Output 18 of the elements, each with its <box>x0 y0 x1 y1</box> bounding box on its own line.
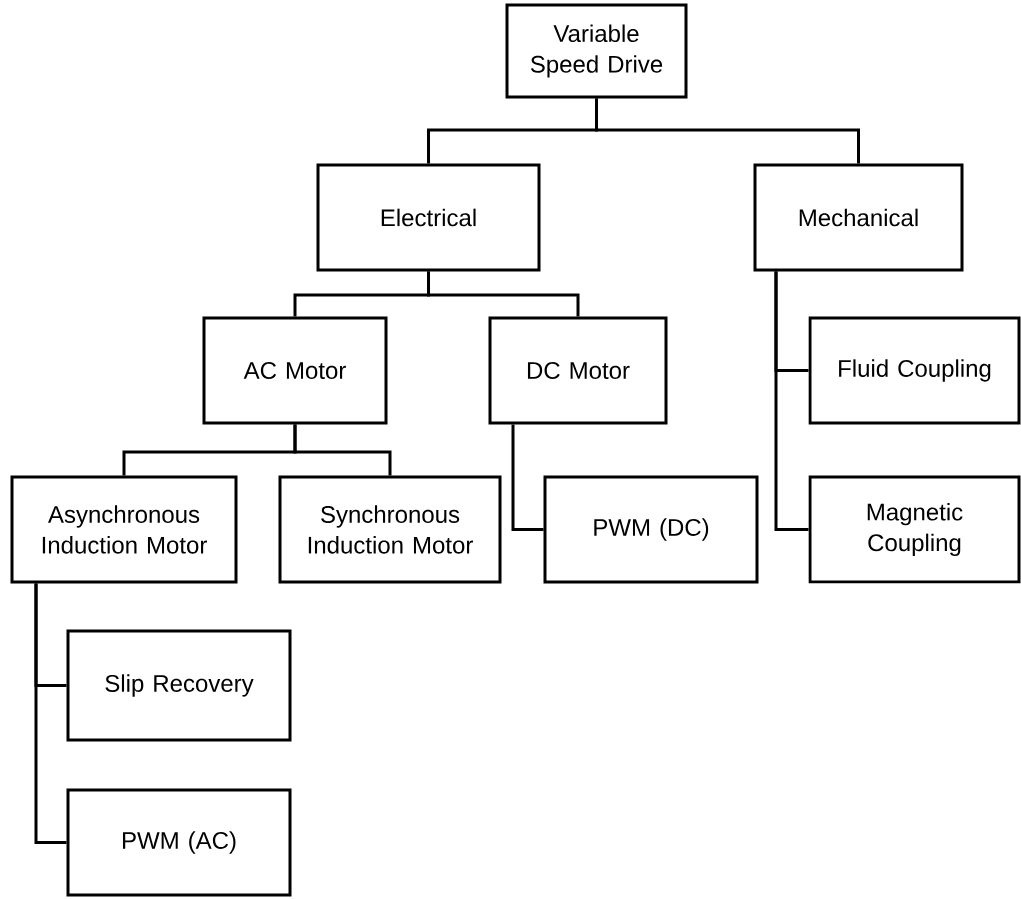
category-box: Mechanical <box>753 163 964 272</box>
category-box: PWM (DC) <box>543 475 759 584</box>
category-box: Electrical <box>316 163 541 272</box>
category-box: Magnetic Coupling <box>808 475 1021 584</box>
connector-line <box>595 98 860 164</box>
connector-line <box>427 271 580 317</box>
connector-line <box>511 424 544 531</box>
connector-line <box>293 424 392 476</box>
category-box: AC Motor <box>202 316 388 425</box>
connector-line <box>774 271 809 531</box>
category-box: Asynchronous Induction Motor <box>10 475 238 584</box>
connector-line <box>34 583 67 844</box>
category-box: Synchronous Induction Motor <box>278 475 502 584</box>
category-box: Slip Recovery <box>66 629 292 742</box>
category-box: DC Motor <box>488 316 668 425</box>
category-box: PWM (AC) <box>66 788 292 897</box>
category-box: Variable Speed Drive <box>505 3 688 99</box>
category-box: Fluid Coupling <box>808 316 1021 425</box>
